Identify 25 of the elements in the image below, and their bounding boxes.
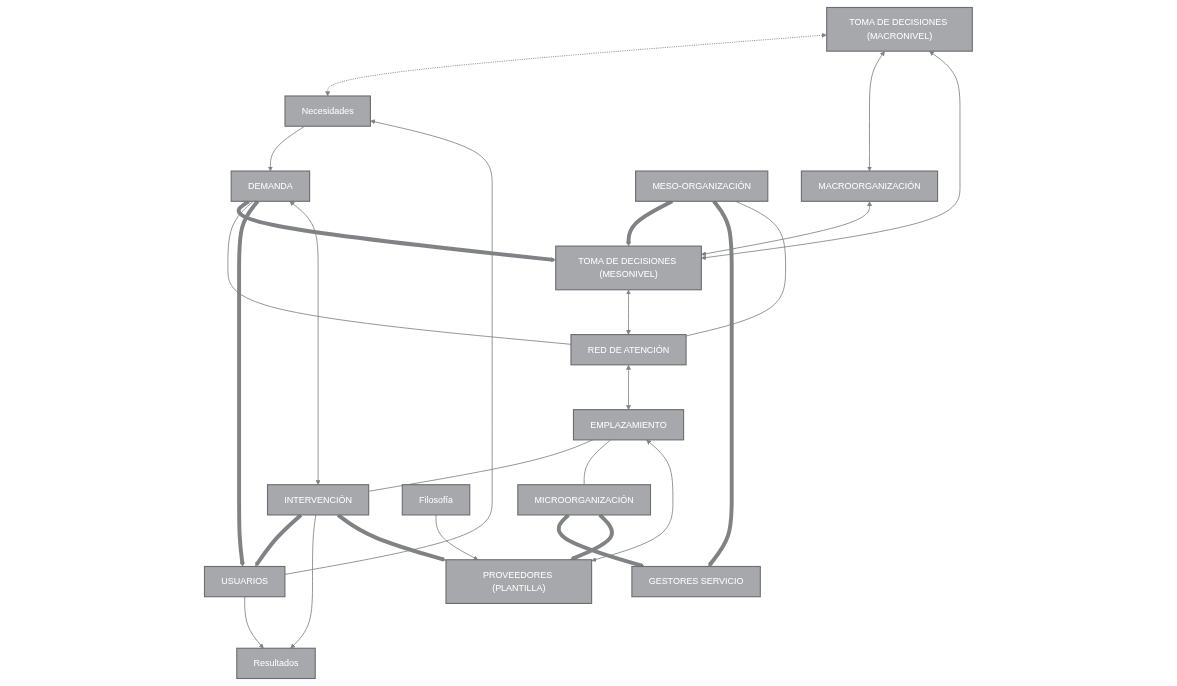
node-box: GESTORES SERVICIO	[631, 565, 761, 598]
arrow	[556, 513, 645, 568]
node-box: USUARIOS	[204, 565, 286, 598]
node-box: MACROORGANIZACIÓN	[800, 170, 939, 202]
connector	[368, 439, 594, 492]
arrow	[708, 200, 734, 567]
connector	[583, 439, 612, 486]
node-box: MESO-ORGANIZACIÓN	[635, 170, 769, 202]
node-box: MICROORGANIZACIÓN	[517, 484, 652, 516]
node-box: Filosofía	[401, 484, 471, 516]
arrow	[255, 513, 303, 567]
node-box: EMPLAZAMIENTO	[573, 409, 685, 441]
node-box: INTERVENCIÓN	[267, 484, 370, 516]
connector	[227, 200, 572, 345]
arrow	[336, 513, 447, 562]
node-box: RED DE ATENCIÓN	[570, 334, 687, 366]
node-box: Necesidades	[284, 95, 372, 127]
node-box: TOMA DE DECISIONES (MESONIVEL)	[555, 245, 702, 291]
connector	[685, 200, 787, 337]
node-box: Resultados	[236, 647, 316, 680]
node-box: DEMANDA	[230, 170, 311, 202]
node-box: TOMA DE DECISIONES (MACRONIVEL)	[826, 6, 973, 52]
arrow	[237, 200, 260, 567]
node-box: PROVEEDORES (PLANTILLA)	[445, 559, 593, 604]
arrow	[570, 513, 614, 561]
